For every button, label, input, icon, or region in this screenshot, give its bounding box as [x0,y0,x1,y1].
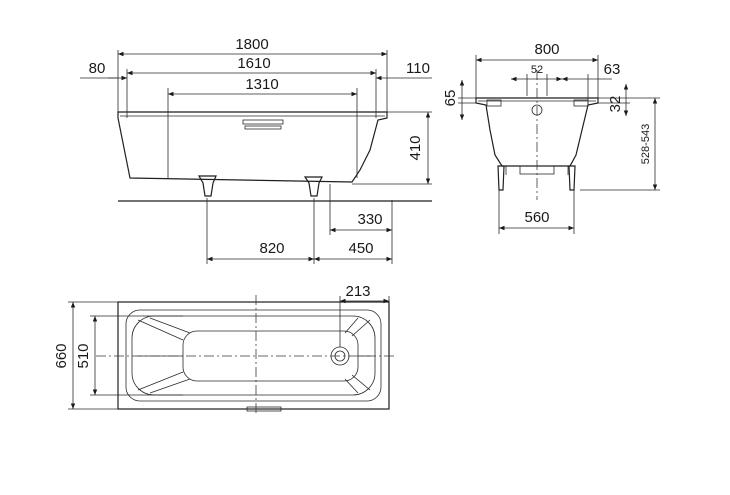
plan-view: 213 660 510 [53,283,395,415]
plan-view-inner-rim [125,309,382,402]
dim-overall-length: 1800 [235,36,268,53]
dim-rim-right: 63 [604,61,621,78]
end-view-handle-left [486,99,502,107]
side-view: 1800 1610 1310 80 110 410 330 820 450 [80,36,432,264]
dim-outer-width: 660 [53,343,70,368]
dim-foot-offset: 450 [348,240,373,257]
side-view-foot-right [303,176,323,197]
dim-overall-width: 800 [534,41,559,58]
dim-foot-to-end: 330 [357,211,382,228]
end-view-foot-right [568,165,576,191]
dim-drain-spacing: 52 [531,64,543,76]
dim-depth: 410 [407,135,424,160]
end-view-foot-left [497,165,505,191]
plan-view-outer-rim [117,301,390,410]
plan-view-bowl-outline [131,315,376,396]
dim-inner-rim-length: 1610 [237,55,270,72]
dim-foot-spacing: 820 [259,240,284,257]
plan-view-overflow [246,406,282,412]
side-view-foot-left [197,175,217,197]
dim-rim-height: 65 [442,90,459,107]
end-view: 800 52 63 65 32 528-543 560 [442,41,660,234]
plan-view-bevel-lines [137,317,371,394]
overflow-slot-lower [244,125,282,130]
dim-left-rim: 80 [89,60,106,77]
overflow-slot [242,119,284,125]
dim-total-height: 528-543 [640,124,652,164]
dim-drain-offset: 213 [345,283,370,300]
dim-inner-width: 510 [75,343,92,368]
dim-right-rim: 110 [406,60,430,77]
side-view-tub-outline [117,111,388,183]
dim-rim-small: 32 [607,96,624,113]
dim-inner-bottom-length: 1310 [245,76,278,93]
dim-end-foot-spacing: 560 [524,209,549,226]
